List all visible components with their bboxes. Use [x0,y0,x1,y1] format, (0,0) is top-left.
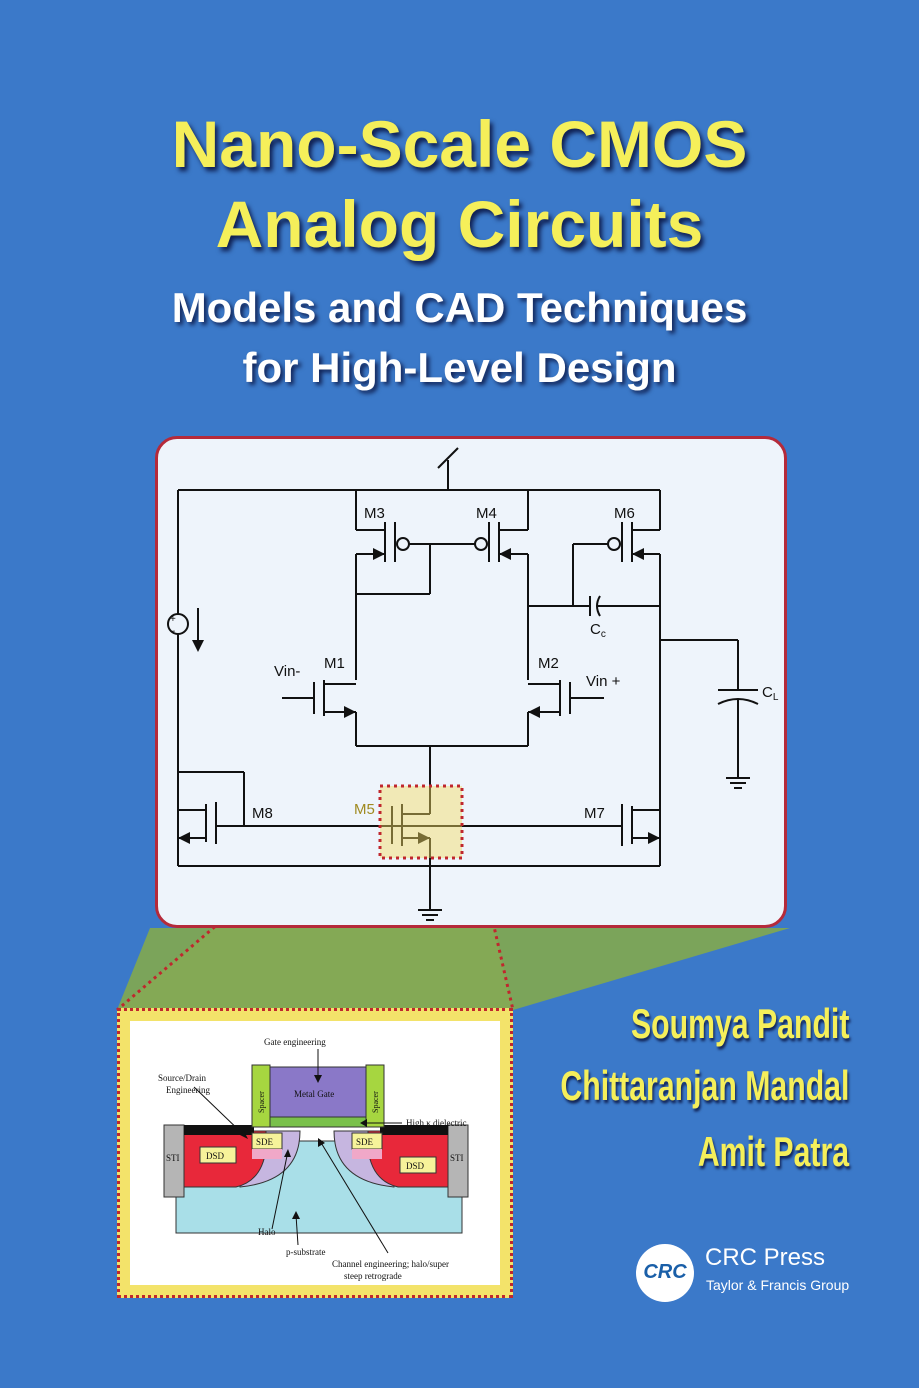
label-metal-gate: Metal Gate [294,1089,334,1099]
label-sti-right: STI [450,1153,464,1163]
source-plus: + [170,614,176,625]
label-m6: M6 [614,505,635,522]
label-m3: M3 [364,505,385,522]
label-vin-plus: Vin + [586,673,621,690]
source-minus: - [172,626,175,637]
crc-logo: CRC [636,1244,694,1302]
label-spacer-left: Spacer [257,1091,266,1113]
label-m8: M8 [252,805,273,822]
device-panel: Gate engineering Metal Gate Source/Drain… [117,1008,513,1298]
publisher-name: CRC Press [705,1244,826,1271]
subtitle-line-2: for High-Level Design [242,344,677,391]
label-vin-minus: Vin- [274,663,300,680]
label-channel-1: Channel engineering; halo/super [332,1259,449,1269]
label-source-drain-2: Engineering [166,1085,210,1095]
device-inner: Gate engineering Metal Gate Source/Drain… [130,1021,500,1285]
label-m1: M1 [324,655,345,672]
label-sde-left: SDE [256,1137,274,1147]
subtitle-line-1: Models and CAD Techniques [171,284,748,331]
publisher-group: Taylor & Francis Group [706,1277,850,1293]
label-channel-2: steep retrograde [344,1271,402,1281]
crc-logo-text: CRC [643,1261,687,1283]
author-2: Chittaranjan Mandal [559,1062,849,1109]
label-halo: Halo [258,1227,276,1237]
title-line-2: Analog Circuits [215,187,704,261]
label-high-k: High κ dielectric [406,1118,467,1128]
author-3: Amit Patra [697,1128,849,1175]
label-sti-left: STI [166,1153,180,1163]
label-m5: M5 [354,801,375,818]
label-dsd-right: DSD [406,1161,425,1171]
label-m2: M2 [538,655,559,672]
title-line-1: Nano-Scale CMOS [171,107,748,181]
author-1: Soumya Pandit [630,1000,849,1047]
label-cc: Cc [590,621,606,640]
label-cl: CL [762,684,779,703]
label-source-drain-1: Source/Drain [158,1073,206,1083]
device-cross-section: Gate engineering Metal Gate Source/Drain… [158,1037,469,1281]
label-m7: M7 [584,805,605,822]
label-dsd-left: DSD [206,1151,225,1161]
circuit-panel [155,436,787,928]
label-sde-right: SDE [356,1137,374,1147]
label-gate-engineering: Gate engineering [264,1037,326,1047]
label-spacer-right: Spacer [371,1091,380,1113]
label-p-substrate: p-substrate [286,1247,326,1257]
label-m4: M4 [476,505,497,522]
